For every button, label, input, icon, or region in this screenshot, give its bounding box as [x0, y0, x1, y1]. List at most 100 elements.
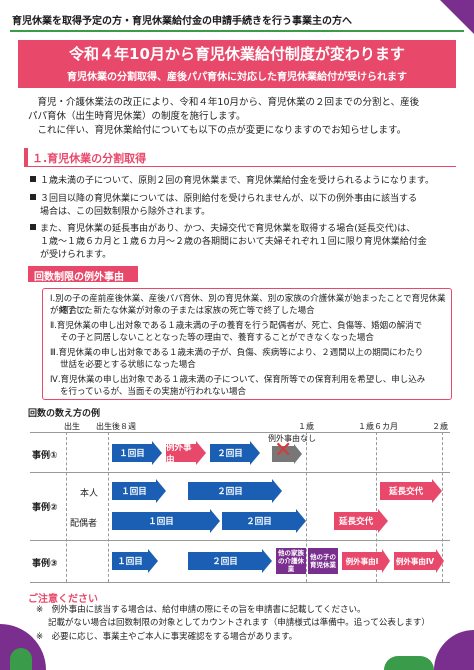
arrow-head [152, 441, 162, 465]
case2-label: 事例② [32, 503, 58, 513]
caution-line: 記載がない場合は回数制限の対象としてカウントされます（申請様式は準備中。追って公… [48, 618, 430, 628]
bullet-continuation: 場合は、この回数制限から除外されます。 [40, 207, 211, 217]
case1-denied-arrow [272, 446, 294, 462]
case2-spouse-first-arrow: １回目 [112, 512, 210, 530]
case1-second-label: ２回目 [217, 449, 243, 459]
intro-line: パパ育休（出生時育児休業）の制度を施行します。 [28, 111, 246, 122]
arrow-head [196, 441, 206, 465]
intro-line: これに伴い、育児休業給付についても以下の点が変更になりますのでお知らせします。 [37, 125, 407, 136]
gridline-8w [108, 432, 109, 582]
exceptions-label: 回数制限の例外事由 [34, 272, 124, 283]
exceptions-label-box [28, 266, 138, 282]
banner-title: 令和４年10月から育児休業給付制度が変わります [69, 45, 405, 63]
case2-self: 本人 [80, 489, 99, 499]
case2-self-first-label: １回目 [121, 487, 147, 497]
timeline-age2: ２歳 [432, 422, 448, 431]
section-heading-box [24, 148, 456, 167]
exception-line: Ⅱ.育児休業の申し出対象である１歳未満の子の養育を行う配偶者が、死亡、負傷等、婚… [50, 321, 423, 331]
case2-spouse-first-label: １回目 [148, 517, 174, 527]
arrow-head [156, 479, 166, 503]
case3-other-care-box: 他の家族の介護休業 [276, 548, 306, 574]
arrow-head [272, 479, 282, 503]
timeline-birth: 出生 [64, 422, 80, 431]
bullet-item: １歳未満の子について、原則２回の育児休業まで、育児休業給付金を受けられるようにな… [30, 175, 450, 188]
case2-spouse: 配偶者 [70, 519, 98, 529]
bullet-item: また、育児休業の延長事由があり、かつ、夫婦交代で育児休業を取得する場合(延長交代… [30, 223, 450, 236]
arrow-head [432, 479, 442, 503]
case3-second-arrow: ２回目 [188, 552, 262, 570]
case3-other-care-label: 他の家族の介護休業 [278, 549, 304, 573]
row-divider [30, 432, 450, 433]
case1-second-arrow: ２回目 [210, 444, 250, 462]
bullet-item: ３回目以降の育児休業については、原則給付を受けられませんが、以下の例外事由に該当… [30, 193, 450, 206]
intro-paragraph: 育児・介護休業法の改正により、令和４年10月から、育児休業の２回までの分割と、産… [28, 96, 448, 138]
case3-ex1-arrow: 例外事由Ⅰ [342, 552, 382, 570]
exception-line: Ⅰ.別の子の産前産後休業、産後パパ育休、別の育児休業、別の家族の介護休業が始まっ… [50, 294, 446, 316]
exception-line: Ⅲ.育児休業の申し出対象である１歳未満の子が、負傷、疾病等により、２週間以上の期… [50, 348, 424, 358]
timeline-area [66, 432, 450, 582]
row-divider [30, 472, 450, 473]
caution-line: ※ 例外事由に該当する場合は、給付申請の際にその旨を申請書に記載してください。 [36, 605, 366, 615]
gridline-age1-6 [376, 432, 377, 582]
gridline-age1 [306, 432, 307, 582]
arrow-head [148, 549, 158, 573]
bullet-text: ３回目以降の育児休業については、原則給付を受けられませんが、以下の例外事由に該当… [40, 194, 418, 204]
exceptions-box [42, 288, 452, 400]
banner-subtitle: 育児休業の分割取得、産後パパ育休に対応した育児休業給付が受けられます [67, 72, 407, 83]
bullet-square-icon [30, 194, 36, 200]
case3-ex1-label: 例外事由Ⅰ [345, 556, 379, 566]
case3-second-label: ２回目 [212, 557, 238, 567]
case3-other-child-box: 他の子の育児休業 [308, 548, 338, 574]
arrow-head [262, 549, 272, 573]
corner-decoration-top-right [440, 0, 474, 34]
exception-line: その子と同居しないこととなった等の理由で、養育することができなくなった場合 [60, 333, 374, 343]
case2-self-first-arrow: １回目 [112, 482, 156, 500]
bullet-text: また、育児休業の延長事由があり、かつ、夫婦交代で育児休業を取得する場合(延長交代… [40, 224, 416, 234]
timeline-age1-6: １歳６カ月 [358, 422, 398, 431]
case1-label: 事例① [32, 451, 58, 461]
exception-line: を行っているが、当面その実施が行われない場合 [60, 387, 246, 397]
case2-spouse-ext-label: 延長交代 [338, 517, 373, 527]
case1-first-arrow: １回目 [112, 444, 152, 462]
case1-first-label: １回目 [119, 449, 145, 459]
intro-line: 育児・介護休業法の改正により、令和４年10月から、育児休業の２回までの分割と、産… [37, 97, 420, 108]
arrow-head [296, 509, 306, 533]
case1-exception-arrow: 例外事由 [166, 443, 196, 465]
section-heading: １.育児休業の分割取得 [32, 152, 147, 165]
bullet-square-icon [30, 224, 36, 230]
cross-icon: ✕ [274, 438, 293, 463]
arrow-head [436, 549, 444, 573]
header-rule [10, 10, 464, 32]
row-divider [30, 582, 450, 583]
case3-first-label: １回目 [117, 557, 143, 567]
bullet-square-icon [30, 176, 36, 182]
case1-exception-label: 例外事由 [166, 443, 192, 465]
case2-spouse-second-label: ２回目 [246, 517, 272, 527]
gridline-birth [66, 432, 67, 582]
header-tagline: 育児休業を取得予定の方・育児休業給付金の申請手続きを行う事業主の方へ [12, 16, 352, 27]
arrow-head [378, 509, 388, 533]
exception-line: 場合で、新たな休業が対象の子または家族の死亡等で終了した場合 [60, 306, 315, 316]
arrow-head [210, 509, 220, 533]
case3-ex4-label: 例外事由Ⅳ [395, 556, 435, 566]
corner-decoration-bottom-left-green [10, 648, 32, 670]
case2-self-ext-label: 延長交代 [388, 487, 423, 497]
exception-line: 世話を必要とする状態になった場合 [60, 360, 196, 370]
case2-self-ext-arrow: 延長交代 [380, 482, 432, 500]
case3-ex4-arrow: 例外事由Ⅳ [394, 552, 436, 570]
case3-other-child-label: 他の子の育児休業 [310, 553, 336, 569]
case2-spouse-ext-arrow: 延長交代 [334, 512, 378, 530]
row-divider [30, 540, 450, 541]
case2-spouse-second-arrow: ２回目 [222, 512, 296, 530]
title-banner [18, 40, 456, 88]
case3-label: 事例③ [32, 559, 58, 569]
caution-heading: ご注意ください [28, 594, 98, 605]
arrow-head [250, 441, 260, 465]
gridline-age2 [442, 432, 443, 582]
timeline-after8w: 出生後８週 [96, 422, 136, 431]
bullet-continuation: １歳～１歳６カ月と１歳６カ月～２歳の各期間において夫婦それぞれ１回に限り育児休業… [40, 237, 427, 247]
exception-line: Ⅳ.育児休業の申し出対象である１歳未満の子について、保育所等での保育利用を希望し… [50, 375, 426, 385]
case1-note: 例外事由なし [268, 434, 316, 443]
diagram-title: 回数の数え方の例 [28, 409, 101, 419]
bullet-continuation: が受けられます。 [40, 250, 112, 260]
